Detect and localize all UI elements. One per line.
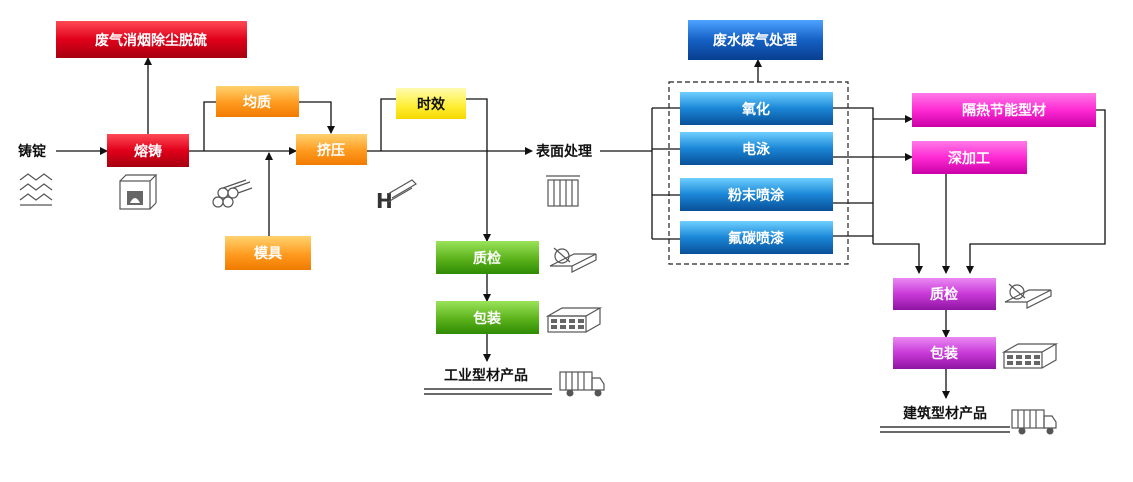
node-fluorocarbon-coating: 氟碳喷漆 (680, 221, 833, 254)
node-oxidation-label: 氧化 (741, 101, 770, 118)
node-homogenize: 均质 (216, 86, 299, 117)
node-melting-label: 熔铸 (134, 143, 162, 160)
node-industrial-product-label: 工业型材产品 (444, 367, 528, 384)
node-melting: 熔铸 (107, 134, 189, 167)
edge-extrusion-aging (380, 98, 396, 151)
h-profile-icon: H (376, 179, 417, 213)
node-pack-industrial-label: 包装 (473, 310, 502, 327)
node-building-product-label: 建筑型材产品 (903, 405, 987, 422)
edge-melting-homogenize (203, 101, 216, 151)
node-pack-building: 包装 (893, 337, 996, 369)
package-bundle-icon (545, 307, 603, 333)
node-deep-processing-label: 深加工 (948, 150, 990, 167)
node-qc-industrial-label: 质检 (473, 250, 501, 267)
node-thermal-break-label: 隔热节能型材 (962, 102, 1046, 119)
node-pack-building-label: 包装 (930, 345, 959, 362)
surface-treatment-group (668, 81, 849, 265)
node-oxidation: 氧化 (680, 92, 833, 125)
node-powder-coating: 粉末喷涂 (680, 178, 833, 211)
delivery-truck-icon (1011, 409, 1057, 435)
node-exhaust-treatment: 废气消烟除尘脱硫 (56, 21, 247, 58)
edge-aging-qc (466, 98, 491, 242)
node-electrophoresis: 电泳 (680, 132, 833, 165)
node-aging: 时效 (396, 88, 466, 119)
furnace-icon (119, 174, 158, 210)
node-electrophoresis-label: 电泳 (742, 141, 771, 158)
edge-oxidation-out (833, 107, 874, 244)
node-powder-coating-label: 粉末喷涂 (728, 187, 785, 204)
treatment-tank-icon (546, 175, 580, 207)
nodes: 废气消烟除尘脱硫 熔铸 均质 挤压 模具 时效 质检 (56, 20, 1096, 369)
package-bundle-icon (1001, 343, 1059, 369)
edge-homogenize-extrusion (299, 101, 335, 134)
node-extrusion: 挤压 (296, 134, 367, 165)
node-wastewater-treatment-label: 废水废气处理 (713, 32, 797, 49)
node-homogenize-label: 均质 (243, 94, 271, 111)
node-aging-label: 时效 (417, 96, 446, 113)
delivery-truck-icon (559, 371, 605, 397)
node-wastewater-treatment: 废水废气处理 (688, 20, 823, 60)
node-mold-label: 模具 (254, 245, 282, 262)
node-ingot-label: 铸锭 (18, 143, 46, 160)
inspection-device-icon (1004, 283, 1052, 309)
edges (56, 57, 1106, 399)
node-fluorocarbon-coating-label: 氟碳喷漆 (728, 230, 784, 247)
node-pack-industrial: 包装 (436, 301, 539, 334)
edge-bus-qc (873, 243, 923, 274)
node-thermal-break: 隔热节能型材 (912, 93, 1096, 127)
node-surface-treatment-label: 表面处理 (535, 143, 592, 160)
node-deep-processing: 深加工 (912, 141, 1027, 174)
node-qc-industrial: 质检 (436, 241, 539, 274)
node-mold: 模具 (225, 236, 311, 270)
node-extrusion-label: 挤压 (317, 142, 345, 159)
edge-thermal-qc (966, 109, 1106, 274)
node-qc-building: 质检 (893, 278, 996, 310)
node-qc-building-label: 质检 (930, 286, 958, 303)
billet-logs-icon (212, 179, 253, 208)
inspection-device-icon (549, 247, 597, 273)
node-exhaust-treatment-label: 废气消烟除尘脱硫 (95, 32, 207, 49)
svg-text:H: H (376, 189, 393, 213)
ingot-stack-icon (19, 173, 53, 206)
